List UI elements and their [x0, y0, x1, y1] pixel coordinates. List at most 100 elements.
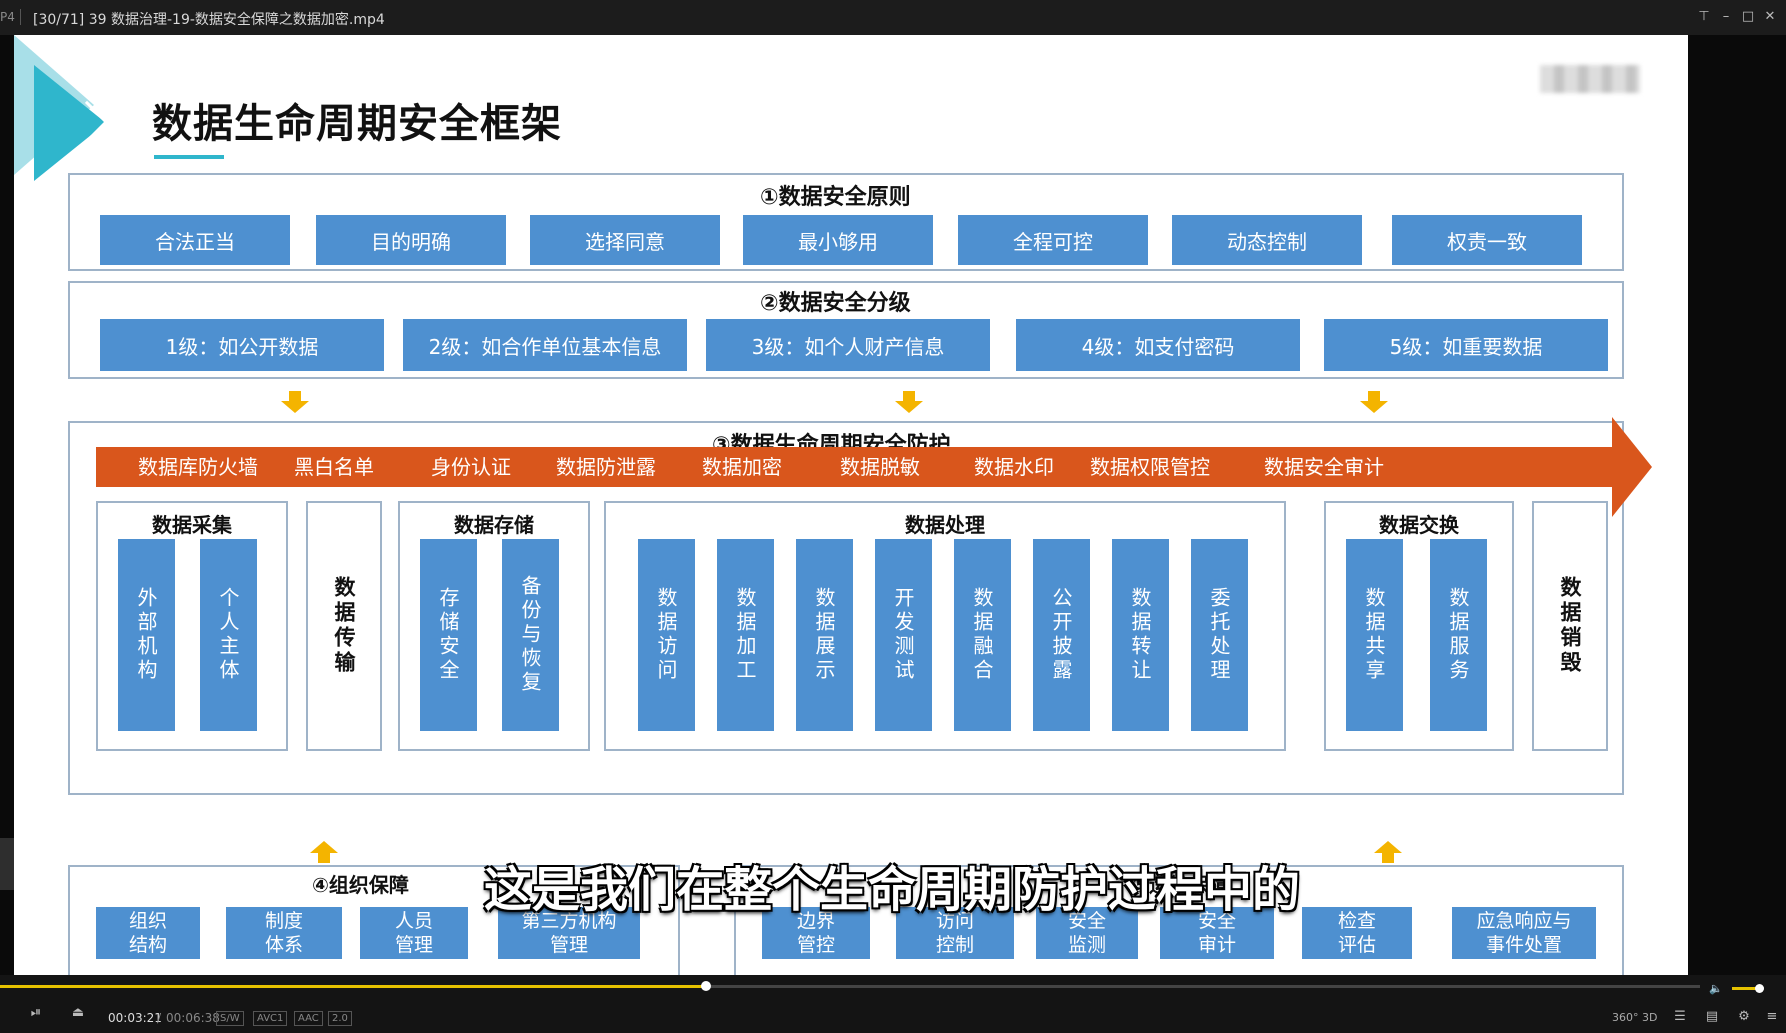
stage-storage: 数据存储 存储安全 备份与恢复 [398, 501, 590, 751]
stage-title: 数据交换 [1379, 513, 1459, 537]
stage-item: 存储安全 [420, 539, 477, 731]
tech-item: 安全审计 [1160, 907, 1274, 959]
protection-item: 数据库防火墙 [138, 455, 258, 479]
tech-item: 边界管控 [762, 907, 870, 959]
org-item: 制度体系 [226, 907, 342, 959]
stage-item: 开发测试 [875, 539, 932, 731]
principle-box: 全程可控 [958, 215, 1148, 265]
seek-progress [0, 985, 706, 988]
stage-process: 数据处理 数据访问 数据加工 数据展示 开发测试 数据融合 公开披露 数据转让 … [604, 501, 1286, 751]
stage-exchange: 数据交换 数据共享 数据服务 [1324, 501, 1514, 751]
grading-title: ②数据安全分级 [760, 291, 911, 316]
tech-section: ⑤运维保障 边界管控 访问控制 安全监测 安全审计 检查评估 应急响应与事件处置 [734, 865, 1624, 975]
grade-box: 2级：如合作单位基本信息 [403, 319, 687, 371]
stage-label: 数据销毁 [1558, 576, 1582, 676]
stage-item: 数据服务 [1430, 539, 1487, 731]
grade-box: 1级：如公开数据 [100, 319, 384, 371]
arrow-up-icon [310, 841, 338, 863]
title-bar: P4 [30/71] 39 数据治理-19-数据安全保障之数据加密.mp4 ⊤ … [0, 0, 1786, 35]
minimize-icon[interactable]: – [1722, 9, 1730, 24]
stage-item: 数据展示 [796, 539, 853, 731]
time-separator: / [157, 1011, 162, 1025]
seek-thumb[interactable] [700, 981, 711, 991]
principle-box: 权责一致 [1392, 215, 1582, 265]
stage-item: 个人主体 [200, 539, 257, 731]
eject-icon[interactable]: ⏏ [71, 1005, 85, 1020]
close-icon[interactable]: ✕ [1764, 9, 1776, 24]
pin-icon[interactable]: ⊤ [1698, 9, 1710, 24]
stage-item: 委托处理 [1191, 539, 1248, 731]
tech-item: 安全监测 [1036, 907, 1138, 959]
protection-item: 数据水印 [974, 455, 1054, 479]
time-total: 00:06:38 [166, 1011, 220, 1025]
stage-destroy: 数据销毁 [1532, 501, 1608, 751]
stage-label: 数据传输 [332, 576, 356, 676]
org-section: ④组织保障 组织结构 制度体系 人员管理 第三方机构管理 [68, 865, 680, 975]
grade-box: 4级：如支付密码 [1016, 319, 1300, 371]
play-pause-icon[interactable]: ⏯ [30, 1005, 42, 1020]
stage-item: 公开披露 [1033, 539, 1090, 731]
arrow-up-icon [1374, 841, 1402, 863]
codec-tag: 2.0 [328, 1011, 352, 1026]
principle-box: 动态控制 [1172, 215, 1362, 265]
org-item: 人员管理 [360, 907, 468, 959]
protection-item: 黑白名单 [294, 455, 374, 479]
vr-360-icon[interactable]: 360° [1612, 1011, 1639, 1024]
grade-box: 5级：如重要数据 [1324, 319, 1608, 371]
stage-item: 数据转让 [1112, 539, 1169, 731]
protection-item: 数据防泄露 [556, 455, 656, 479]
stage-item: 数据访问 [638, 539, 695, 731]
slide: 数据生命周期安全框架 ①数据安全原则 合法正当 目的明确 选择同意 最小够用 全… [14, 35, 1688, 975]
volume-level [1732, 987, 1760, 990]
playlist-search-icon[interactable]: ☰ [1674, 1009, 1686, 1024]
volume-slider[interactable] [1732, 984, 1765, 993]
arrow-down-icon [895, 391, 923, 413]
app-tag: P4 [0, 10, 15, 24]
stage-item: 备份与恢复 [502, 539, 559, 731]
org-item: 第三方机构管理 [498, 907, 640, 959]
org-item: 组织结构 [96, 907, 200, 959]
tech-title: ⑤运维保障 [1132, 873, 1229, 897]
codec-tag: S/W [216, 1011, 244, 1026]
stage-transfer: 数据传输 [306, 501, 382, 751]
3d-icon[interactable]: 3D [1642, 1011, 1658, 1024]
seek-bar[interactable] [0, 981, 1700, 991]
protection-item: 数据安全审计 [1264, 455, 1384, 479]
protection-arrow: 数据库防火墙 黑白名单 身份认证 数据防泄露 数据加密 数据脱敏 数据水印 数据… [96, 417, 1652, 517]
video-viewport[interactable]: 数据生命周期安全框架 ①数据安全原则 合法正当 目的明确 选择同意 最小够用 全… [0, 35, 1786, 975]
principles-title: ①数据安全原则 [760, 185, 911, 210]
menu-icon[interactable]: ≡ [1766, 1009, 1778, 1024]
volume-thumb[interactable] [1755, 984, 1765, 993]
window-title: [30/71] 39 数据治理-19-数据安全保障之数据加密.mp4 [33, 12, 385, 28]
stage-item: 数据融合 [954, 539, 1011, 731]
principle-box: 合法正当 [100, 215, 290, 265]
protection-item: 身份认证 [431, 455, 511, 479]
blurred-logo [1540, 65, 1640, 93]
tech-item: 应急响应与事件处置 [1452, 907, 1596, 959]
time-current: 00:03:21 [108, 1011, 162, 1025]
list-icon[interactable]: ▤ [1705, 1009, 1719, 1024]
video-subtitle: 这是我们在整个生命周期防护过程中的 [484, 862, 1301, 918]
stage-item: 数据加工 [717, 539, 774, 731]
protection-item: 数据权限管控 [1090, 455, 1210, 479]
protection-item: 数据脱敏 [840, 455, 920, 479]
stage-title: 数据处理 [905, 513, 985, 537]
arrow-down-icon [281, 391, 309, 413]
stage-title: 数据存储 [454, 513, 534, 537]
principles-section: ①数据安全原则 合法正当 目的明确 选择同意 最小够用 全程可控 动态控制 权责… [68, 173, 1624, 271]
protection-item: 数据加密 [702, 455, 782, 479]
stage-item: 外部机构 [118, 539, 175, 731]
principle-box: 选择同意 [530, 215, 720, 265]
title-separator [20, 9, 21, 25]
grade-box: 3级：如个人财产信息 [706, 319, 990, 371]
volume-icon[interactable]: 🔈 [1709, 982, 1723, 995]
tech-item: 访问控制 [896, 907, 1014, 959]
settings-gear-icon[interactable]: ⚙ [1738, 1009, 1750, 1024]
principle-box: 目的明确 [316, 215, 506, 265]
stage-item: 数据共享 [1346, 539, 1403, 731]
grading-section: ②数据安全分级 1级：如公开数据 2级：如合作单位基本信息 3级：如个人财产信息… [68, 281, 1624, 379]
maximize-icon[interactable]: □ [1741, 9, 1755, 24]
arrow-down-icon [1360, 391, 1388, 413]
tech-item: 检查评估 [1302, 907, 1412, 959]
codec-tag: AVC1 [253, 1011, 288, 1026]
